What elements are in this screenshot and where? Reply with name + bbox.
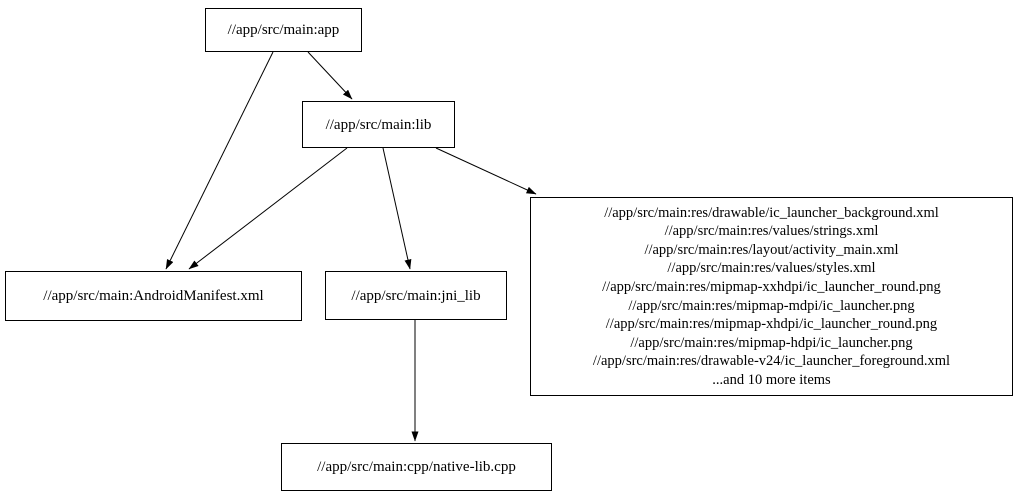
node-label-lib: //app/src/main:lib: [325, 116, 432, 133]
node-label-app: //app/src/main:app: [227, 22, 340, 38]
graph-node-res-files: //app/src/main:res/drawable/ic_launcher_…: [530, 197, 1013, 396]
graph-node-jni-lib: //app/src/main:jni_lib: [325, 271, 507, 320]
edge-app-to-android-manifest: [165, 51, 274, 270]
graph-node-lib: //app/src/main:lib: [302, 101, 455, 148]
edge-lib-to-android-manifest: [188, 147, 348, 270]
graph-node-android-manifest: //app/src/main:AndroidManifest.xml: [5, 271, 302, 321]
node-label-jni-lib: //app/src/main:jni_lib: [351, 287, 481, 304]
edge-app-to-lib: [307, 51, 353, 100]
node-label-android-manifest: //app/src/main:AndroidManifest.xml: [43, 288, 264, 304]
node-label-native-lib: //app/src/main:cpp/native-lib.cpp: [317, 459, 516, 475]
edge-lib-to-jni-lib: [382, 147, 412, 270]
edge-lib-to-res-files: [435, 147, 537, 195]
graph-node-native-lib: //app/src/main:cpp/native-lib.cpp: [281, 443, 552, 491]
graph-node-app: //app/src/main:app: [205, 8, 362, 52]
node-label-res-files: //app/src/main:res/drawable/ic_launcher_…: [592, 204, 951, 388]
